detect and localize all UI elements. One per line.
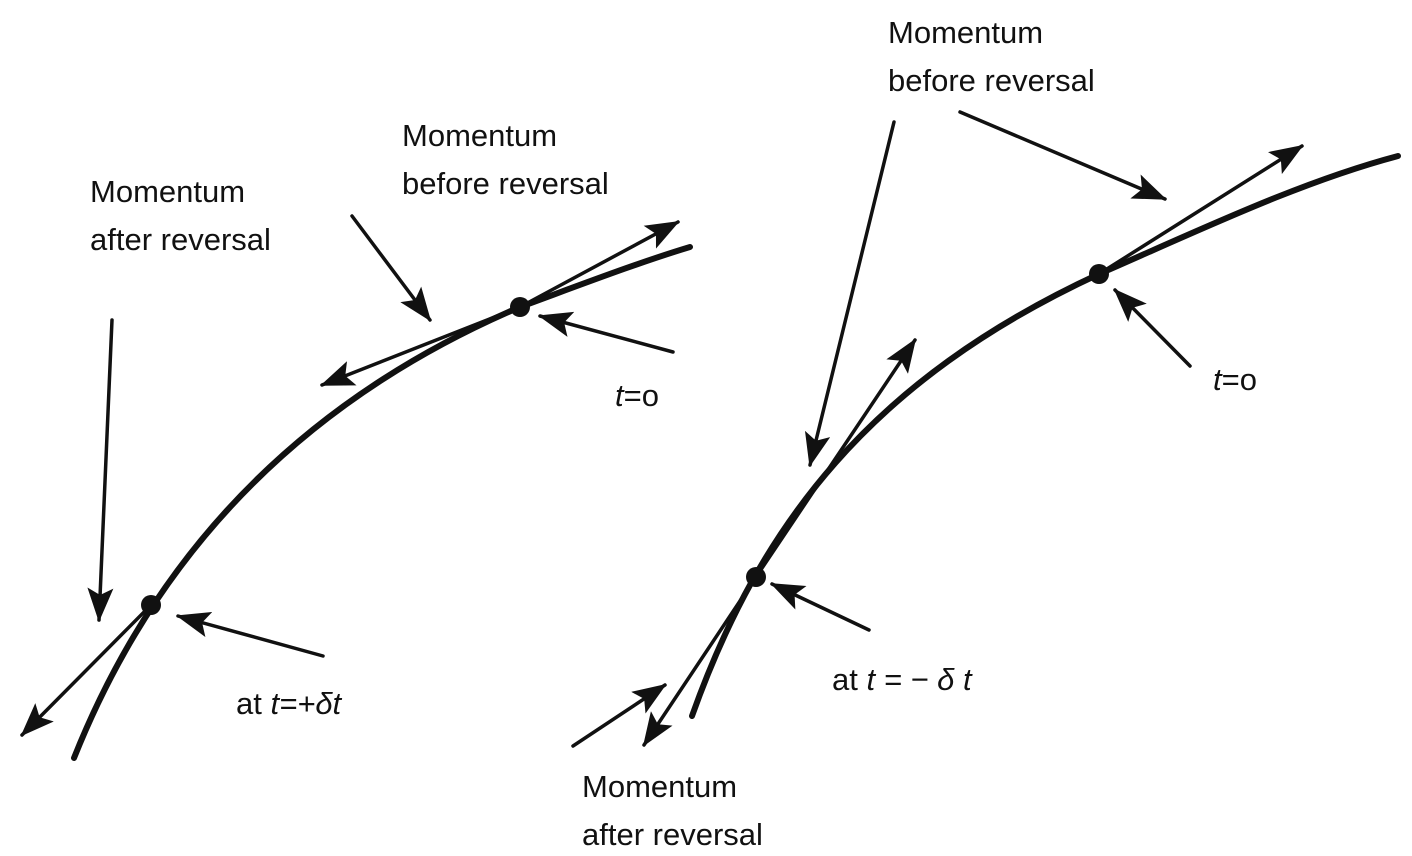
right-point-delta-t xyxy=(746,567,766,587)
left-label-momentum-before: Momentum before reversal xyxy=(402,118,609,201)
left-pointer-momentum-before xyxy=(350,214,432,322)
left-momentum-reversed-vector xyxy=(320,305,522,387)
right-pointer-t0 xyxy=(1113,288,1192,368)
left-point-t0 xyxy=(510,297,530,317)
left-pointer-t0 xyxy=(538,311,675,354)
left-label-t0: t=o xyxy=(615,378,659,413)
left-trajectory-curve xyxy=(71,244,693,761)
right-label-t0: t=o xyxy=(1213,362,1257,397)
right-label-delta-t: at t = − δ t xyxy=(832,662,973,697)
right-pointer-momentum-before-upper xyxy=(958,110,1167,201)
left-pointer-momentum-after xyxy=(87,318,114,622)
right-panel: Momentum before reversal t=o at t = − δ … xyxy=(571,15,1401,852)
right-label-momentum-before: Momentum before reversal xyxy=(888,15,1095,98)
right-pointer-delta-t xyxy=(770,582,871,632)
right-pointer-momentum-before-lower xyxy=(804,120,896,467)
left-label-momentum-after: Momentum after reversal xyxy=(90,174,271,257)
right-point-t0 xyxy=(1089,264,1109,284)
left-point-delta-t xyxy=(141,595,161,615)
right-momentum-before-vector xyxy=(1097,144,1304,276)
left-momentum-after-vector xyxy=(20,603,153,737)
left-momentum-before-vector xyxy=(518,220,680,309)
left-panel: Momentum after reversal Momentum before … xyxy=(20,118,693,761)
right-pointer-momentum-after xyxy=(571,683,667,748)
right-label-momentum-after: Momentum after reversal xyxy=(582,769,763,852)
right-trajectory-curve xyxy=(689,153,1401,719)
right-momentum-after-vector xyxy=(642,575,758,747)
left-pointer-delta-t xyxy=(176,611,325,658)
right-momentum-before-at-delta-vector xyxy=(754,338,917,579)
left-label-delta-t: at t=+δt xyxy=(236,686,343,721)
